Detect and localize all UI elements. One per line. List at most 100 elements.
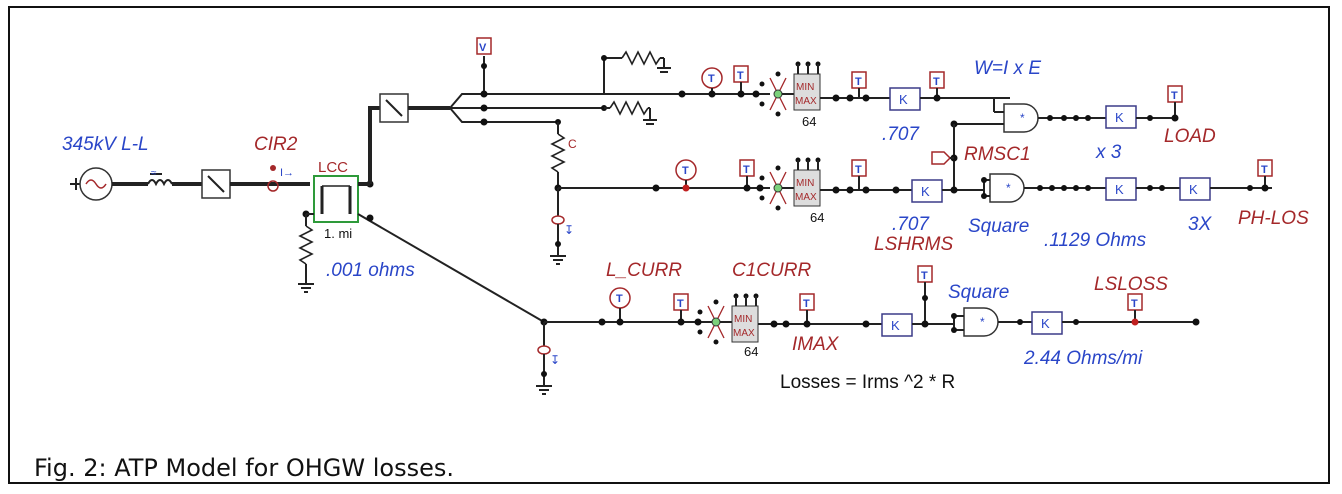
svg-text:*: * (980, 315, 985, 329)
x3-label: x 3 (1095, 142, 1122, 163)
ground-resistance-label: .001 ohms (326, 260, 415, 281)
svg-text:K: K (1041, 316, 1050, 331)
svg-text:64: 64 (810, 210, 824, 225)
lshrms-label: LSHRMS (874, 234, 954, 255)
svg-text:I→: I→ (280, 167, 294, 179)
svg-text:64: 64 (744, 344, 758, 359)
figure-caption: Fig. 2: ATP Model for OHGW losses. (34, 454, 454, 482)
ohms-1129-label: .1129 Ohms (1044, 230, 1147, 251)
bot-t-probe-1: T (609, 287, 631, 326)
svg-text:K: K (1115, 110, 1124, 125)
source-impedance: ≈ (112, 168, 202, 187)
svg-text:K: K (921, 184, 930, 199)
k-block-ohms-mi: K (1031, 311, 1063, 335)
svg-text:K: K (1189, 182, 1198, 197)
l-curr-label: L_CURR (606, 260, 682, 281)
atp-circuit-diagram: 345kV L-L ≈ CIR2 I→ LCC 1. mi .001 ohm (62, 37, 1309, 395)
svg-text:K: K (899, 92, 908, 107)
power-formula-label: W=I x E (974, 58, 1041, 79)
top-resistor-2 (601, 100, 657, 125)
svg-text:↧: ↧ (564, 223, 574, 237)
svg-text:*: * (1020, 111, 1025, 125)
ac-source (70, 167, 113, 201)
k-block-3x: K (1179, 177, 1211, 201)
svg-text:T: T (855, 164, 862, 176)
mid-branch-resistor: C (550, 119, 577, 192)
c1curr-label: C1CURR (732, 260, 811, 281)
svg-text:T: T (1131, 298, 1138, 310)
mid-ground-probe: ↧ (550, 188, 574, 265)
svg-text:T: T (1171, 90, 1178, 102)
k-block-top: K (889, 87, 921, 111)
svg-text:≈: ≈ (151, 168, 157, 179)
ph-los-probe: T (1257, 159, 1273, 192)
svg-text:T: T (616, 293, 623, 305)
svg-text:K: K (891, 318, 900, 333)
top-t-probe-2: T (733, 65, 760, 98)
top-t-probe-1: T (678, 67, 723, 98)
ph-los-label: PH-LOS (1238, 208, 1309, 229)
bot-t-probe-4: T (917, 265, 933, 328)
k-gain-label-mid: .707 (892, 214, 930, 235)
svg-text:K: K (1115, 182, 1124, 197)
k-block-bot: K (881, 313, 913, 337)
svg-text:T: T (803, 298, 810, 310)
svg-text:*: * (1006, 181, 1011, 195)
lcc-line-block (313, 175, 359, 223)
svg-text:MAX: MAX (733, 328, 755, 339)
svg-text:T: T (677, 298, 684, 310)
multiplier-bot: * (951, 307, 999, 337)
bot-t-probe-3: T (799, 293, 870, 328)
ground-resistor (298, 210, 314, 293)
rmsc1-probe (931, 124, 958, 188)
load-probe: T (1167, 85, 1183, 122)
svg-text:MIN: MIN (796, 82, 814, 93)
svg-text:↧: ↧ (550, 353, 560, 367)
x3-caps-label: 3X (1188, 214, 1213, 235)
svg-text:C: C (568, 137, 577, 151)
mid-t-probe-3: T (851, 159, 900, 194)
svg-text:64: 64 (802, 114, 816, 129)
main-switch (201, 169, 310, 199)
bot-t-probe-2: T (673, 293, 702, 326)
mid-t-probe-2: T (739, 159, 764, 192)
lsloss-probe: T (1127, 293, 1143, 326)
imax-label: IMAX (792, 334, 840, 355)
figure-frame: 345kV L-L ≈ CIR2 I→ LCC 1. mi .001 ohm (8, 6, 1330, 484)
minmax-block-mid: MIN MAX 64 (759, 157, 824, 225)
svg-text:MAX: MAX (795, 192, 817, 203)
svg-text:T: T (1261, 164, 1268, 176)
square-label-mid: Square (968, 216, 1029, 237)
multiplier-mid: * (981, 173, 1025, 203)
k-block-x3: K (1105, 105, 1137, 129)
svg-text:V: V (479, 42, 487, 54)
lcc-length-label: 1. mi (324, 226, 352, 241)
svg-text:T: T (737, 70, 744, 82)
losses-formula-label: Losses = Irms ^2 * R (780, 372, 955, 393)
k-block-ohms: K (1105, 177, 1137, 201)
multiplier-top: * (950, 98, 1039, 133)
k-gain-label-top: .707 (882, 124, 920, 145)
rmsc1-label: RMSC1 (964, 144, 1031, 165)
svg-text:T: T (855, 76, 862, 88)
svg-text:T: T (743, 164, 750, 176)
tie-switch (379, 93, 409, 123)
svg-text:T: T (933, 76, 940, 88)
svg-text:MIN: MIN (734, 314, 752, 325)
load-label: LOAD (1164, 126, 1216, 147)
current-probe-cir2: I→ (267, 165, 294, 192)
svg-text:MIN: MIN (796, 178, 814, 189)
cir2-label: CIR2 (254, 134, 298, 155)
source-label: 345kV L-L (62, 134, 149, 155)
k-block-mid: K (911, 179, 943, 203)
top-t-probe-3: T (851, 71, 870, 102)
minmax-block-top: MIN MAX 64 (759, 61, 821, 129)
top-resistor-1 (601, 50, 671, 94)
minmax-block-bot: MIN MAX 64 (697, 293, 759, 359)
svg-text:T: T (682, 165, 689, 177)
mid-t-probe-1: T (675, 159, 697, 192)
svg-text:MAX: MAX (795, 96, 817, 107)
svg-text:T: T (708, 73, 715, 85)
square-label-bot: Square (948, 282, 1009, 303)
ohms-mi-label: 2.44 Ohms/mi (1023, 348, 1143, 369)
